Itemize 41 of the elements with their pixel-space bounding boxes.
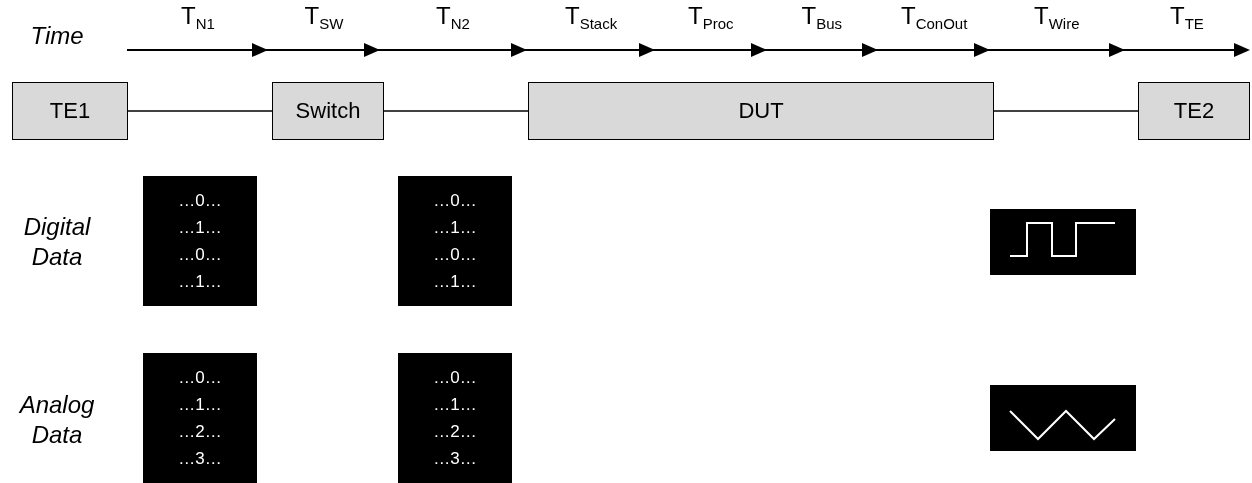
data-panel	[398, 353, 512, 483]
time-label: T$_{Wire}$	[1034, 2, 1080, 32]
time-label: T$_{N1}$	[181, 2, 215, 32]
data-value: …1…	[433, 271, 477, 293]
data-value: …3…	[178, 448, 222, 470]
triangle-wave-icon	[990, 385, 1136, 451]
square-wave-icon	[990, 209, 1136, 275]
data-value: …2…	[433, 421, 477, 443]
row-label: Analog Data	[18, 390, 96, 450]
connector-line	[993, 110, 1139, 112]
data-value: …2…	[178, 421, 222, 443]
data-value: …1…	[178, 271, 222, 293]
data-value: …1…	[178, 217, 222, 239]
connector-line	[127, 110, 273, 112]
data-value: …0…	[433, 244, 477, 266]
time-label: T$_{SW}$	[304, 2, 344, 32]
device-box: Switch	[272, 82, 384, 140]
axis-label: Time	[30, 22, 84, 50]
time-label: T$_{N2}$	[436, 2, 470, 32]
data-panel	[143, 176, 257, 306]
time-label: T$_{TE}$	[1170, 2, 1204, 32]
data-value: …1…	[178, 394, 222, 416]
row-label: Digital Data	[22, 212, 92, 272]
connector-line	[383, 110, 529, 112]
time-label: T$_{ConOut}$	[901, 2, 968, 32]
data-value: …0…	[433, 190, 477, 212]
data-value: …1…	[433, 394, 477, 416]
data-value: …0…	[178, 190, 222, 212]
device-box: TE1	[12, 82, 128, 140]
time-label: T$_{Bus}$	[801, 2, 843, 32]
time-label: T$_{Stack}$	[565, 2, 618, 32]
data-value: …3…	[433, 448, 477, 470]
device-box: TE2	[1138, 82, 1250, 140]
data-value: …0…	[178, 367, 222, 389]
data-panel	[143, 353, 257, 483]
data-value: …1…	[433, 217, 477, 239]
device-box: DUT	[528, 82, 994, 140]
time-label: T$_{Proc}$	[688, 2, 734, 32]
data-value: …0…	[433, 367, 477, 389]
data-value: …0…	[178, 244, 222, 266]
data-panel	[398, 176, 512, 306]
